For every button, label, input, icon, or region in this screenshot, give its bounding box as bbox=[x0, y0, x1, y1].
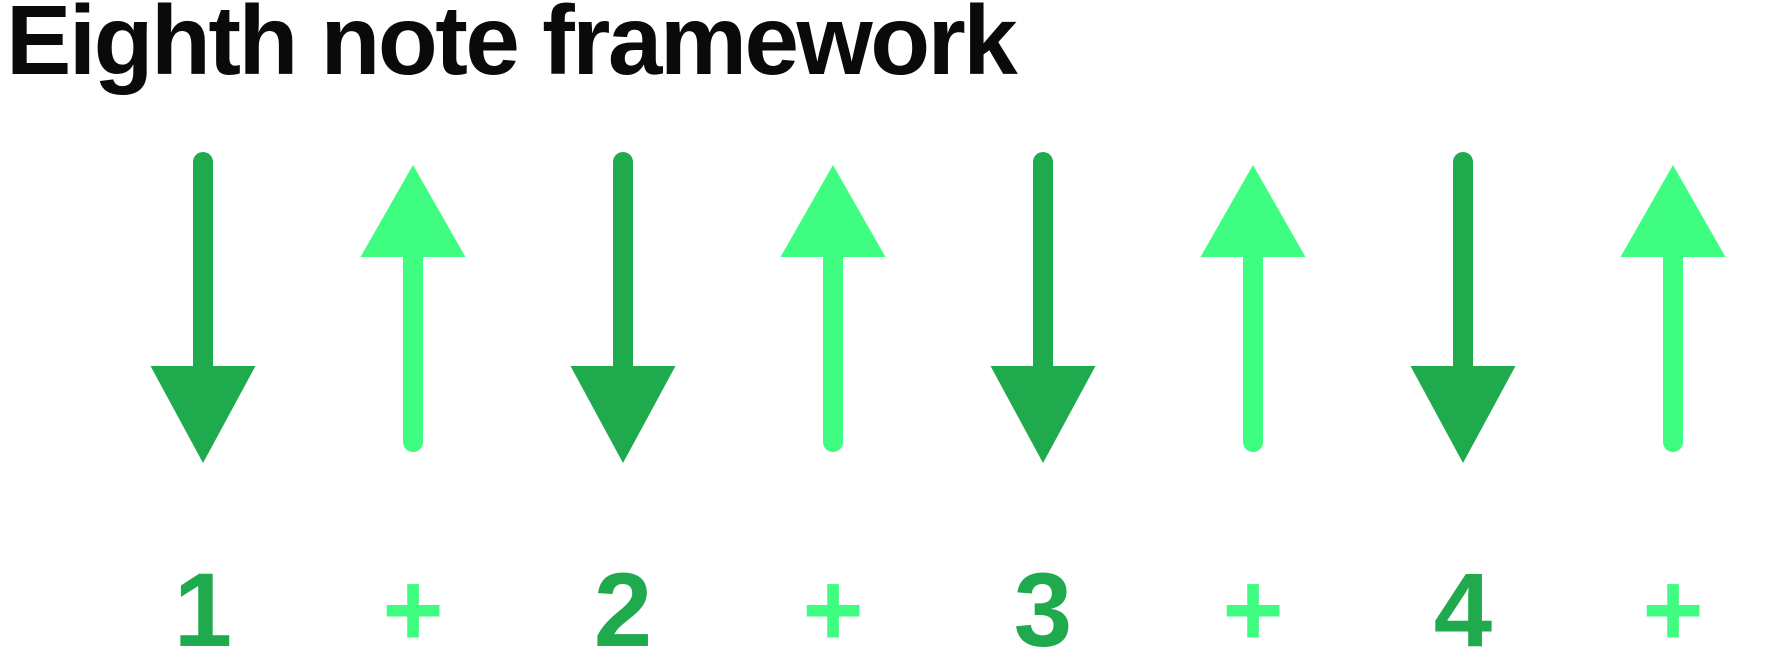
upstroke-arrow-icon bbox=[1200, 152, 1306, 465]
downstroke-arrow-icon bbox=[990, 152, 1096, 465]
downstroke-arrow-icon bbox=[150, 152, 256, 465]
beats-row: 1+2+3+4+ bbox=[0, 558, 1789, 668]
upstroke-arrow-icon bbox=[780, 152, 886, 465]
beat-label-3: 3 bbox=[1013, 552, 1073, 668]
beat-label-4: 4 bbox=[1433, 552, 1493, 668]
beat-label-and: + bbox=[1642, 552, 1704, 668]
downstroke-arrow-icon bbox=[1410, 152, 1516, 465]
downstroke-arrow-icon bbox=[570, 152, 676, 465]
page-title: Eighth note framework bbox=[6, 0, 1018, 95]
beat-label-1: 1 bbox=[173, 552, 233, 668]
beat-label-and: + bbox=[382, 552, 444, 668]
upstroke-arrow-icon bbox=[360, 152, 466, 465]
upstroke-arrow-icon bbox=[1620, 152, 1726, 465]
arrows-row bbox=[0, 152, 1789, 465]
beat-label-and: + bbox=[1222, 552, 1284, 668]
beat-label-2: 2 bbox=[593, 552, 653, 668]
beat-label-and: + bbox=[802, 552, 864, 668]
